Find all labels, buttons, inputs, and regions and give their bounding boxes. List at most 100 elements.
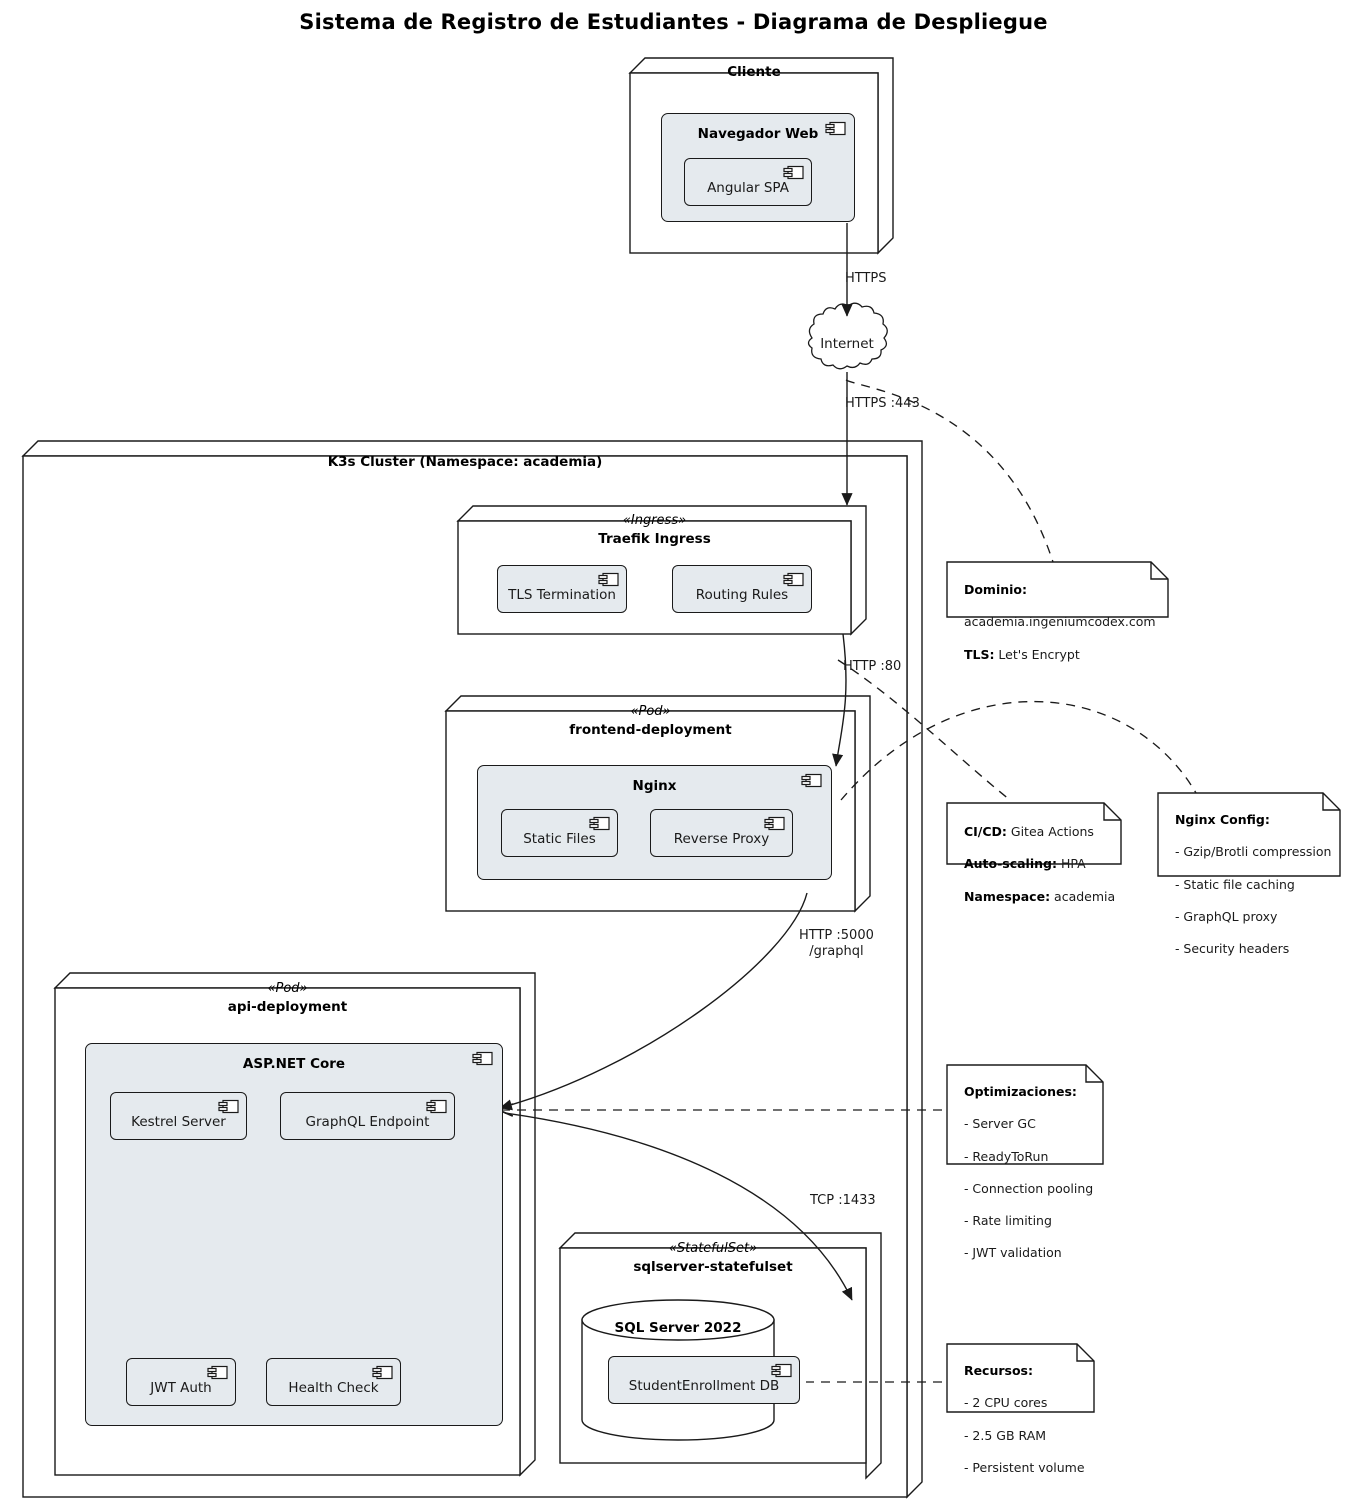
note-rec-line3: - Persistent volume <box>963 1459 1085 1475</box>
node-cliente-title: Cliente <box>727 64 781 80</box>
component-icon <box>598 572 619 587</box>
note-cicd-line1-bold: Auto-scaling: <box>963 856 1057 872</box>
node-sqlserver-title: «StatefulSet» sqlserver-statefulset <box>560 1240 866 1276</box>
note-opt-line5: - JWT validation <box>963 1245 1062 1261</box>
component-icon <box>783 572 804 587</box>
note-dominio-text: Dominio: academia.ingeniumcodex.com TLS:… <box>956 566 1156 663</box>
note-nginx-line1: - Gzip/Brotli compression <box>1174 844 1332 860</box>
component-nginx-title: Nginx <box>632 778 677 794</box>
edge-ingress-nginx <box>832 633 847 767</box>
note-nginx-line0-bold: Nginx Config: <box>1174 812 1270 828</box>
node-sqlserver-stereotype: «StatefulSet» <box>668 1241 758 1256</box>
node-ingress-name: Traefik Ingress <box>598 530 711 547</box>
leaf-jwt-auth-label: JWT Auth <box>150 1379 212 1396</box>
note-cicd-line0-bold: CI/CD: <box>963 824 1007 840</box>
node-api-stereotype: «Pod» <box>267 981 308 996</box>
note-nginx-line3: - GraphQL proxy <box>1174 908 1278 924</box>
leaf-static-files[interactable]: Static Files <box>501 809 618 857</box>
note-opt-line3: - Connection pooling <box>963 1180 1094 1196</box>
cloud-icon <box>807 302 888 370</box>
node-frontend-title: «Pod» frontend-deployment <box>446 703 855 739</box>
component-icon <box>589 816 610 831</box>
note-cicd-line1: HPA <box>1056 856 1086 872</box>
node-cluster-title: K3s Cluster (Namespace: academia) <box>327 454 603 470</box>
note-line-cicd <box>837 659 1011 801</box>
edge-nginx-api <box>499 892 808 1111</box>
note-opt-line1: - Server GC <box>963 1116 1036 1132</box>
note-dominio-line2-bold: TLS: <box>963 646 995 662</box>
note-opt-line4: - Rate limiting <box>963 1213 1052 1229</box>
leaf-angular-spa[interactable]: Angular SPA <box>684 158 812 206</box>
note-recursos-text: Recursos: - 2 CPU cores - 2.5 GB RAM - P… <box>956 1347 1096 1476</box>
component-aspnet-core[interactable]: ASP.NET Core Kestrel Server GraphQL Endp… <box>85 1043 503 1426</box>
database-title: SQL Server 2022 <box>614 1320 742 1336</box>
node-sqlserver-name: sqlserver-statefulset <box>633 1258 793 1275</box>
note-line-nginx-config <box>840 700 1197 801</box>
node-ingress-title: «Ingress» Traefik Ingress <box>458 512 851 548</box>
edge-label-https-443: HTTPS :443 <box>845 396 920 411</box>
note-optimizaciones-text: Optimizaciones: - Server GC - ReadyToRun… <box>956 1068 1106 1262</box>
component-icon <box>426 1099 447 1114</box>
leaf-tls-termination[interactable]: TLS Termination <box>497 565 627 613</box>
edge-label-http-5000-graphql: HTTP :5000 /graphql <box>799 928 874 960</box>
cloud-label: Internet <box>820 336 874 352</box>
node-ingress-stereotype: «Ingress» <box>622 513 687 528</box>
edge-api-sqlserver <box>504 1112 853 1301</box>
leaf-kestrel-server-label: Kestrel Server <box>131 1113 226 1130</box>
component-icon <box>472 1051 493 1066</box>
node-api-title: «Pod» api-deployment <box>55 980 520 1016</box>
note-dominio-line2: Let's Encrypt <box>994 646 1080 662</box>
note-recursos-shape <box>946 1343 1095 1413</box>
leaf-graphql-endpoint-label: GraphQL Endpoint <box>305 1113 430 1130</box>
note-nginx-line2: - Static file caching <box>1174 876 1295 892</box>
leaf-angular-spa-label: Angular SPA <box>707 179 789 196</box>
leaf-studentenrollment-db-label: StudentEnrollment DB <box>628 1377 780 1394</box>
note-opt-line2: - ReadyToRun <box>963 1148 1049 1164</box>
leaf-jwt-auth[interactable]: JWT Auth <box>126 1358 236 1406</box>
note-cicd-text: CI/CD: Gitea Actions Auto-scaling: HPA N… <box>956 808 1116 905</box>
leaf-graphql-endpoint[interactable]: GraphQL Endpoint <box>280 1092 455 1140</box>
note-nginx-config-text: Nginx Config: - Gzip/Brotli compression … <box>1167 796 1337 957</box>
note-rec-line0-bold: Recursos: <box>963 1363 1033 1379</box>
note-line-dominio <box>845 379 1054 563</box>
component-icon <box>783 165 804 180</box>
note-dominio-shape <box>946 561 1169 618</box>
component-aspnet-core-title: ASP.NET Core <box>242 1056 346 1072</box>
leaf-reverse-proxy-label: Reverse Proxy <box>673 830 770 847</box>
component-icon <box>372 1365 393 1380</box>
component-navegador-web-title: Navegador Web <box>697 126 819 142</box>
note-nginx-line4: - Security headers <box>1174 941 1290 957</box>
leaf-health-check[interactable]: Health Check <box>266 1358 401 1406</box>
note-rec-line2: - 2.5 GB RAM <box>963 1427 1047 1443</box>
node-frontend-name: frontend-deployment <box>569 721 732 738</box>
component-nginx[interactable]: Nginx Static Files Reverse Proxy <box>477 765 832 880</box>
node-frontend-stereotype: «Pod» <box>630 704 671 719</box>
note-cicd-shape <box>946 802 1122 865</box>
node-api-name: api-deployment <box>227 998 348 1015</box>
note-cicd-line2-bold: Namespace: <box>963 888 1051 904</box>
leaf-tls-termination-label: TLS Termination <box>508 586 616 603</box>
component-icon <box>207 1365 228 1380</box>
component-icon <box>801 773 822 788</box>
note-dominio-line0-bold: Dominio: <box>963 582 1027 598</box>
component-icon <box>825 121 846 136</box>
component-icon <box>218 1099 239 1114</box>
leaf-routing-rules-label: Routing Rules <box>695 586 789 603</box>
note-rec-line1: - 2 CPU cores <box>963 1395 1048 1411</box>
note-nginx-config-shape <box>1157 792 1341 877</box>
note-cicd-line0: Gitea Actions <box>1006 824 1094 840</box>
leaf-studentenrollment-db[interactable]: StudentEnrollment DB <box>608 1356 800 1404</box>
leaf-reverse-proxy[interactable]: Reverse Proxy <box>650 809 793 857</box>
leaf-health-check-label: Health Check <box>288 1379 379 1396</box>
edge-label-https: HTTPS <box>845 271 887 286</box>
note-dominio-line1: academia.ingeniumcodex.com <box>963 614 1156 630</box>
component-icon <box>764 816 785 831</box>
note-cicd-line2: academia <box>1050 888 1116 904</box>
leaf-static-files-label: Static Files <box>523 830 596 847</box>
page-title: Sistema de Registro de Estudiantes - Dia… <box>299 10 1048 34</box>
leaf-kestrel-server[interactable]: Kestrel Server <box>110 1092 247 1140</box>
edge-label-http-80: HTTP :80 <box>843 659 902 674</box>
leaf-routing-rules[interactable]: Routing Rules <box>672 565 812 613</box>
component-icon <box>771 1363 792 1378</box>
component-navegador-web[interactable]: Navegador Web Angular SPA <box>661 113 855 222</box>
